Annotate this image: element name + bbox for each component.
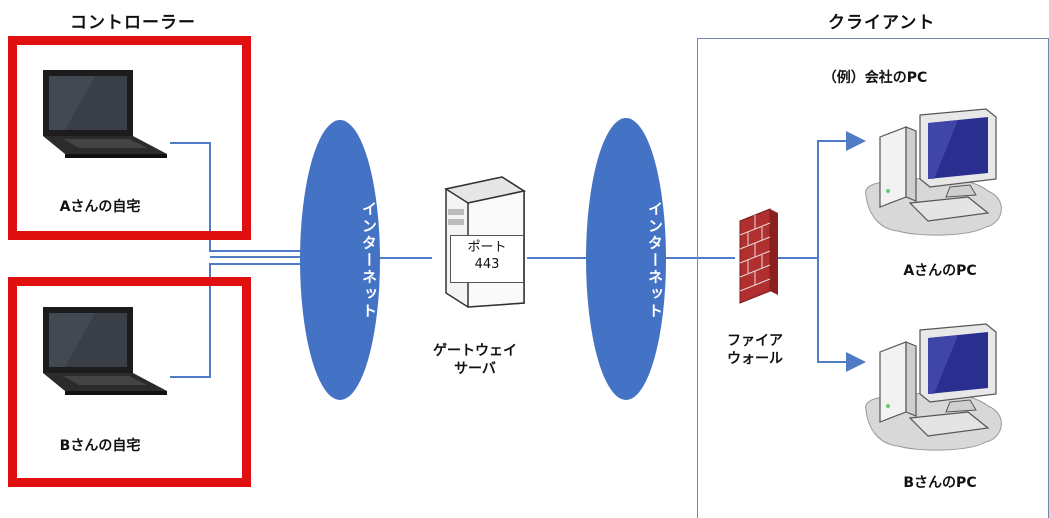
port-box: ポート 443 xyxy=(450,235,524,283)
controller-b-box xyxy=(8,277,251,487)
laptop-a-icon xyxy=(43,70,167,158)
controller-a-label: Aさんの自宅 xyxy=(59,199,141,215)
gateway-label-line2: サーバ xyxy=(454,361,496,377)
client-pc-a-label: AさんのPC xyxy=(903,263,977,279)
line-to-pc-b xyxy=(817,258,866,372)
line-controller-a xyxy=(170,142,330,252)
line-to-pc-a xyxy=(817,131,866,258)
controller-header: コントローラー xyxy=(70,13,196,33)
line-controller-b xyxy=(170,263,330,378)
client-header: クライアント xyxy=(828,13,936,33)
controller-a-box xyxy=(8,36,251,240)
laptop-b-icon xyxy=(43,307,167,395)
port-number: 443 xyxy=(474,257,500,272)
internet-left-ellipse xyxy=(300,120,380,400)
controller-b-label: Bさんの自宅 xyxy=(59,438,141,454)
internet-right-label: インターネット xyxy=(646,200,664,320)
client-pc-b-label: BさんのPC xyxy=(903,475,977,491)
gateway-label-line1: ゲートウェイ xyxy=(433,343,517,359)
client-example-label: （例）会社のPC xyxy=(822,70,928,86)
internet-right-ellipse xyxy=(586,118,666,400)
firewall-icon xyxy=(739,208,778,304)
firewall-label-line2: ウォール xyxy=(727,351,783,367)
port-label: ポート xyxy=(467,240,507,255)
client-pc-b-icon xyxy=(865,323,1002,451)
internet-left-label: インターネット xyxy=(360,200,378,320)
firewall-label-line1: ファイア xyxy=(727,333,783,349)
client-pc-a-icon xyxy=(865,108,1002,236)
